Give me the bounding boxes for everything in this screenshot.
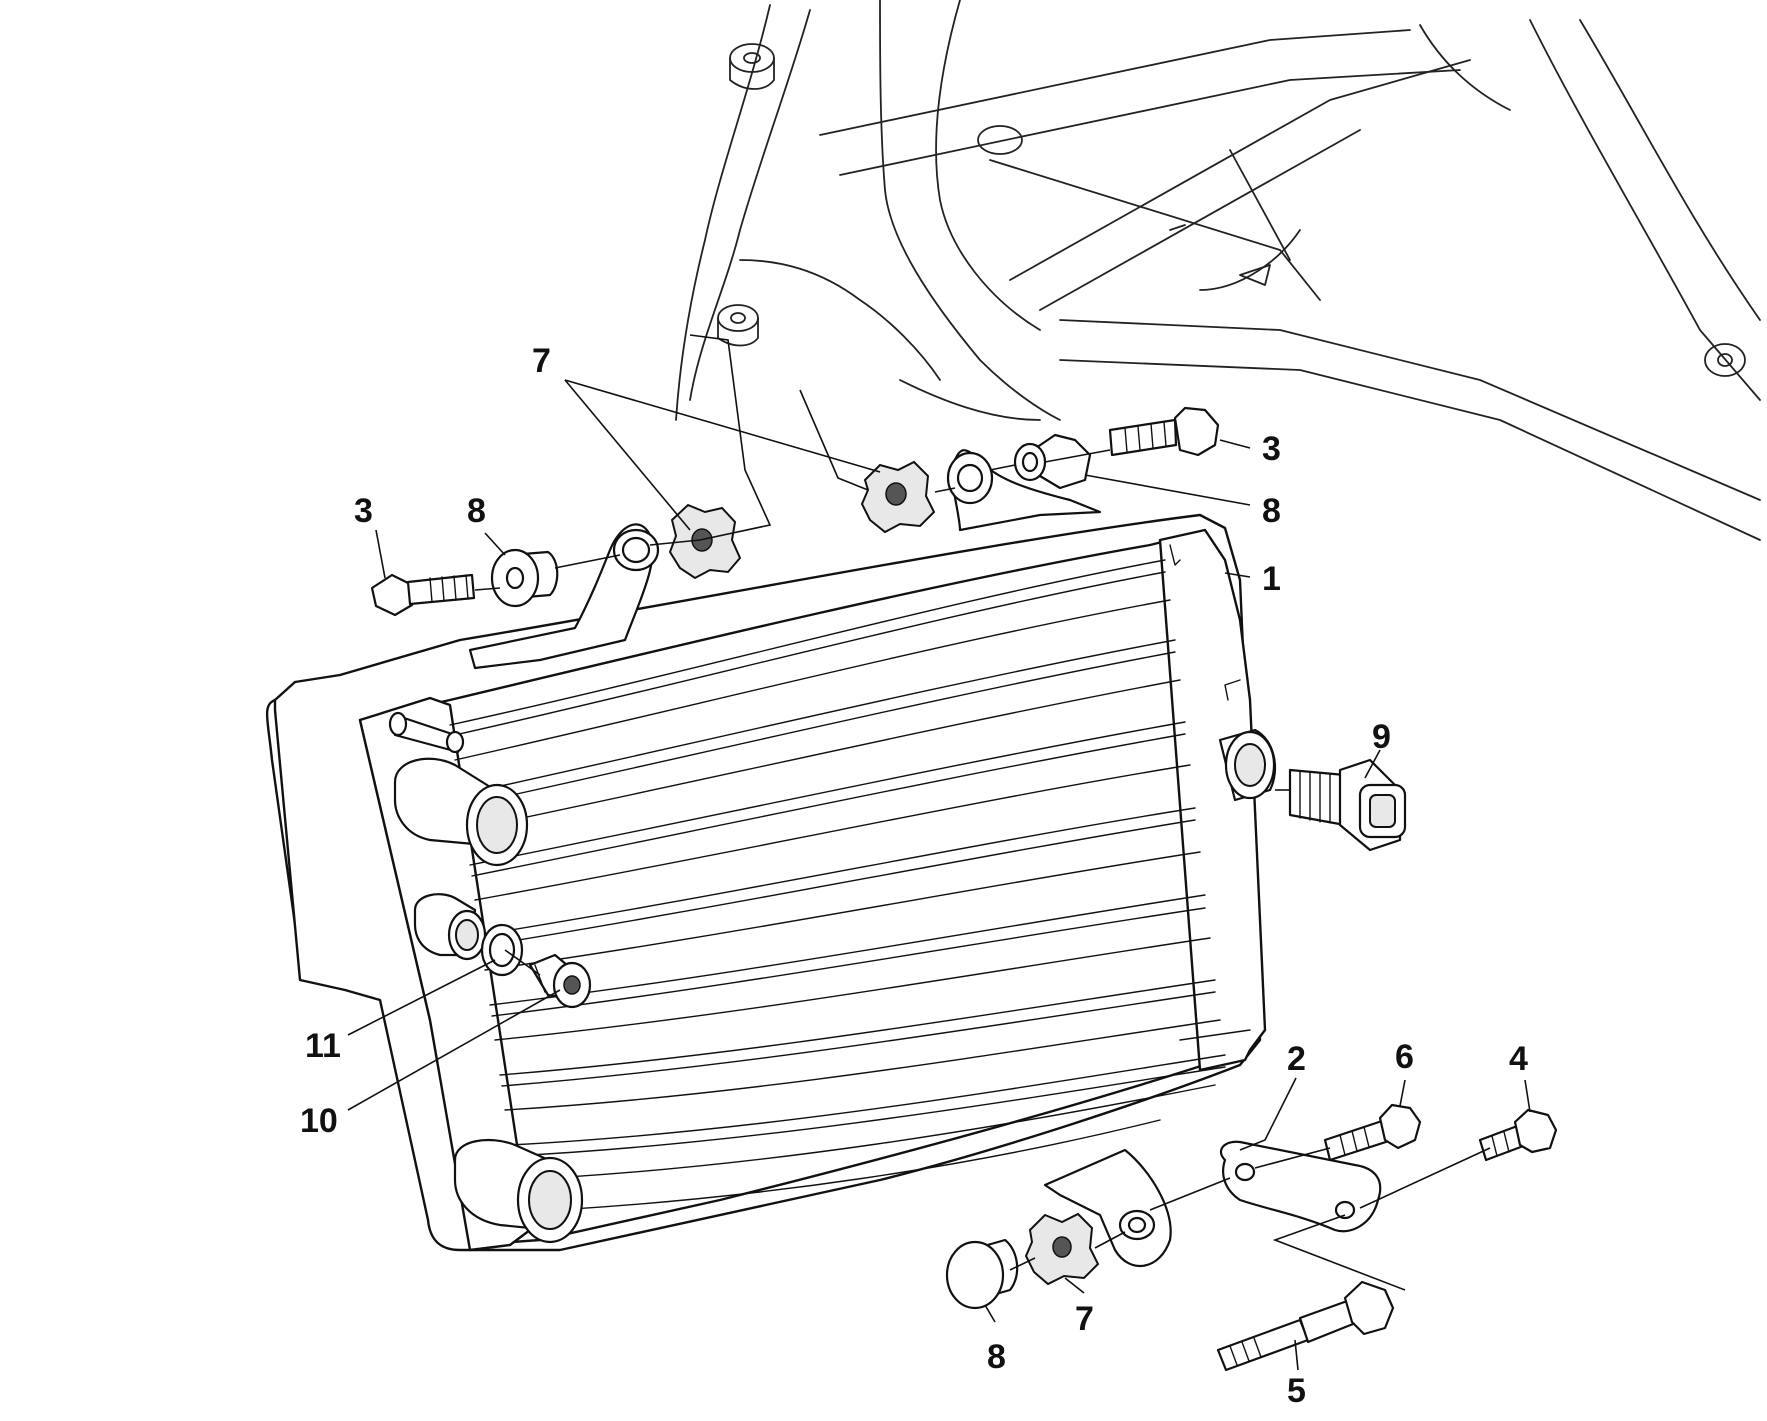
right-bolt	[1108, 406, 1220, 457]
bottom-spacer	[945, 1238, 1019, 1310]
callout-leaders	[347, 379, 1531, 1371]
grommet-top-left	[668, 503, 742, 580]
radiator-body	[265, 513, 1267, 1252]
grommet-top-right	[860, 460, 936, 534]
bolt-6	[1323, 1103, 1422, 1162]
callout-10: 10	[300, 1102, 338, 1140]
callout-3-right: 3	[1262, 430, 1281, 468]
callout-7-bottom: 7	[1075, 1300, 1094, 1338]
right-spacer	[1013, 433, 1092, 490]
lower-pipe-fitting	[453, 1138, 584, 1244]
left-spacer	[490, 548, 559, 608]
right-top-bracket	[946, 449, 1102, 532]
drain-plug	[528, 953, 592, 1009]
link-plate	[1219, 1140, 1382, 1233]
right-fitting-port	[1218, 728, 1277, 802]
callout-11: 11	[305, 1027, 341, 1065]
sealing-washer	[480, 923, 524, 977]
callout-8-right: 8	[1262, 492, 1281, 530]
callout-5: 5	[1287, 1372, 1306, 1410]
callout-2: 2	[1287, 1040, 1306, 1078]
left-top-bracket	[468, 523, 660, 670]
callouts: 1 2 3 3 4 5 6 7 7 8 8 8 9 10 11	[300, 342, 1528, 1410]
left-bolt	[370, 573, 476, 617]
temperature-sensor	[1288, 758, 1407, 852]
pin-stud	[388, 711, 465, 754]
long-bolt-5	[1216, 1280, 1395, 1372]
callout-1: 1	[1262, 560, 1281, 598]
bolt-4	[1478, 1108, 1558, 1162]
callout-9: 9	[1372, 718, 1391, 756]
bottom-bracket	[1043, 1148, 1172, 1268]
callout-8-bottom: 8	[987, 1338, 1006, 1376]
grommet-bottom	[1024, 1212, 1100, 1286]
callout-4: 4	[1509, 1040, 1528, 1078]
drain-boss	[413, 893, 487, 961]
callout-3-left: 3	[354, 492, 373, 530]
callout-7-top: 7	[532, 342, 551, 380]
upper-pipe-fitting	[393, 757, 529, 867]
callout-6: 6	[1395, 1038, 1414, 1076]
callout-8-left: 8	[467, 492, 486, 530]
assembly-lines	[474, 334, 1491, 1291]
motorcycle-frame	[675, 0, 1761, 541]
